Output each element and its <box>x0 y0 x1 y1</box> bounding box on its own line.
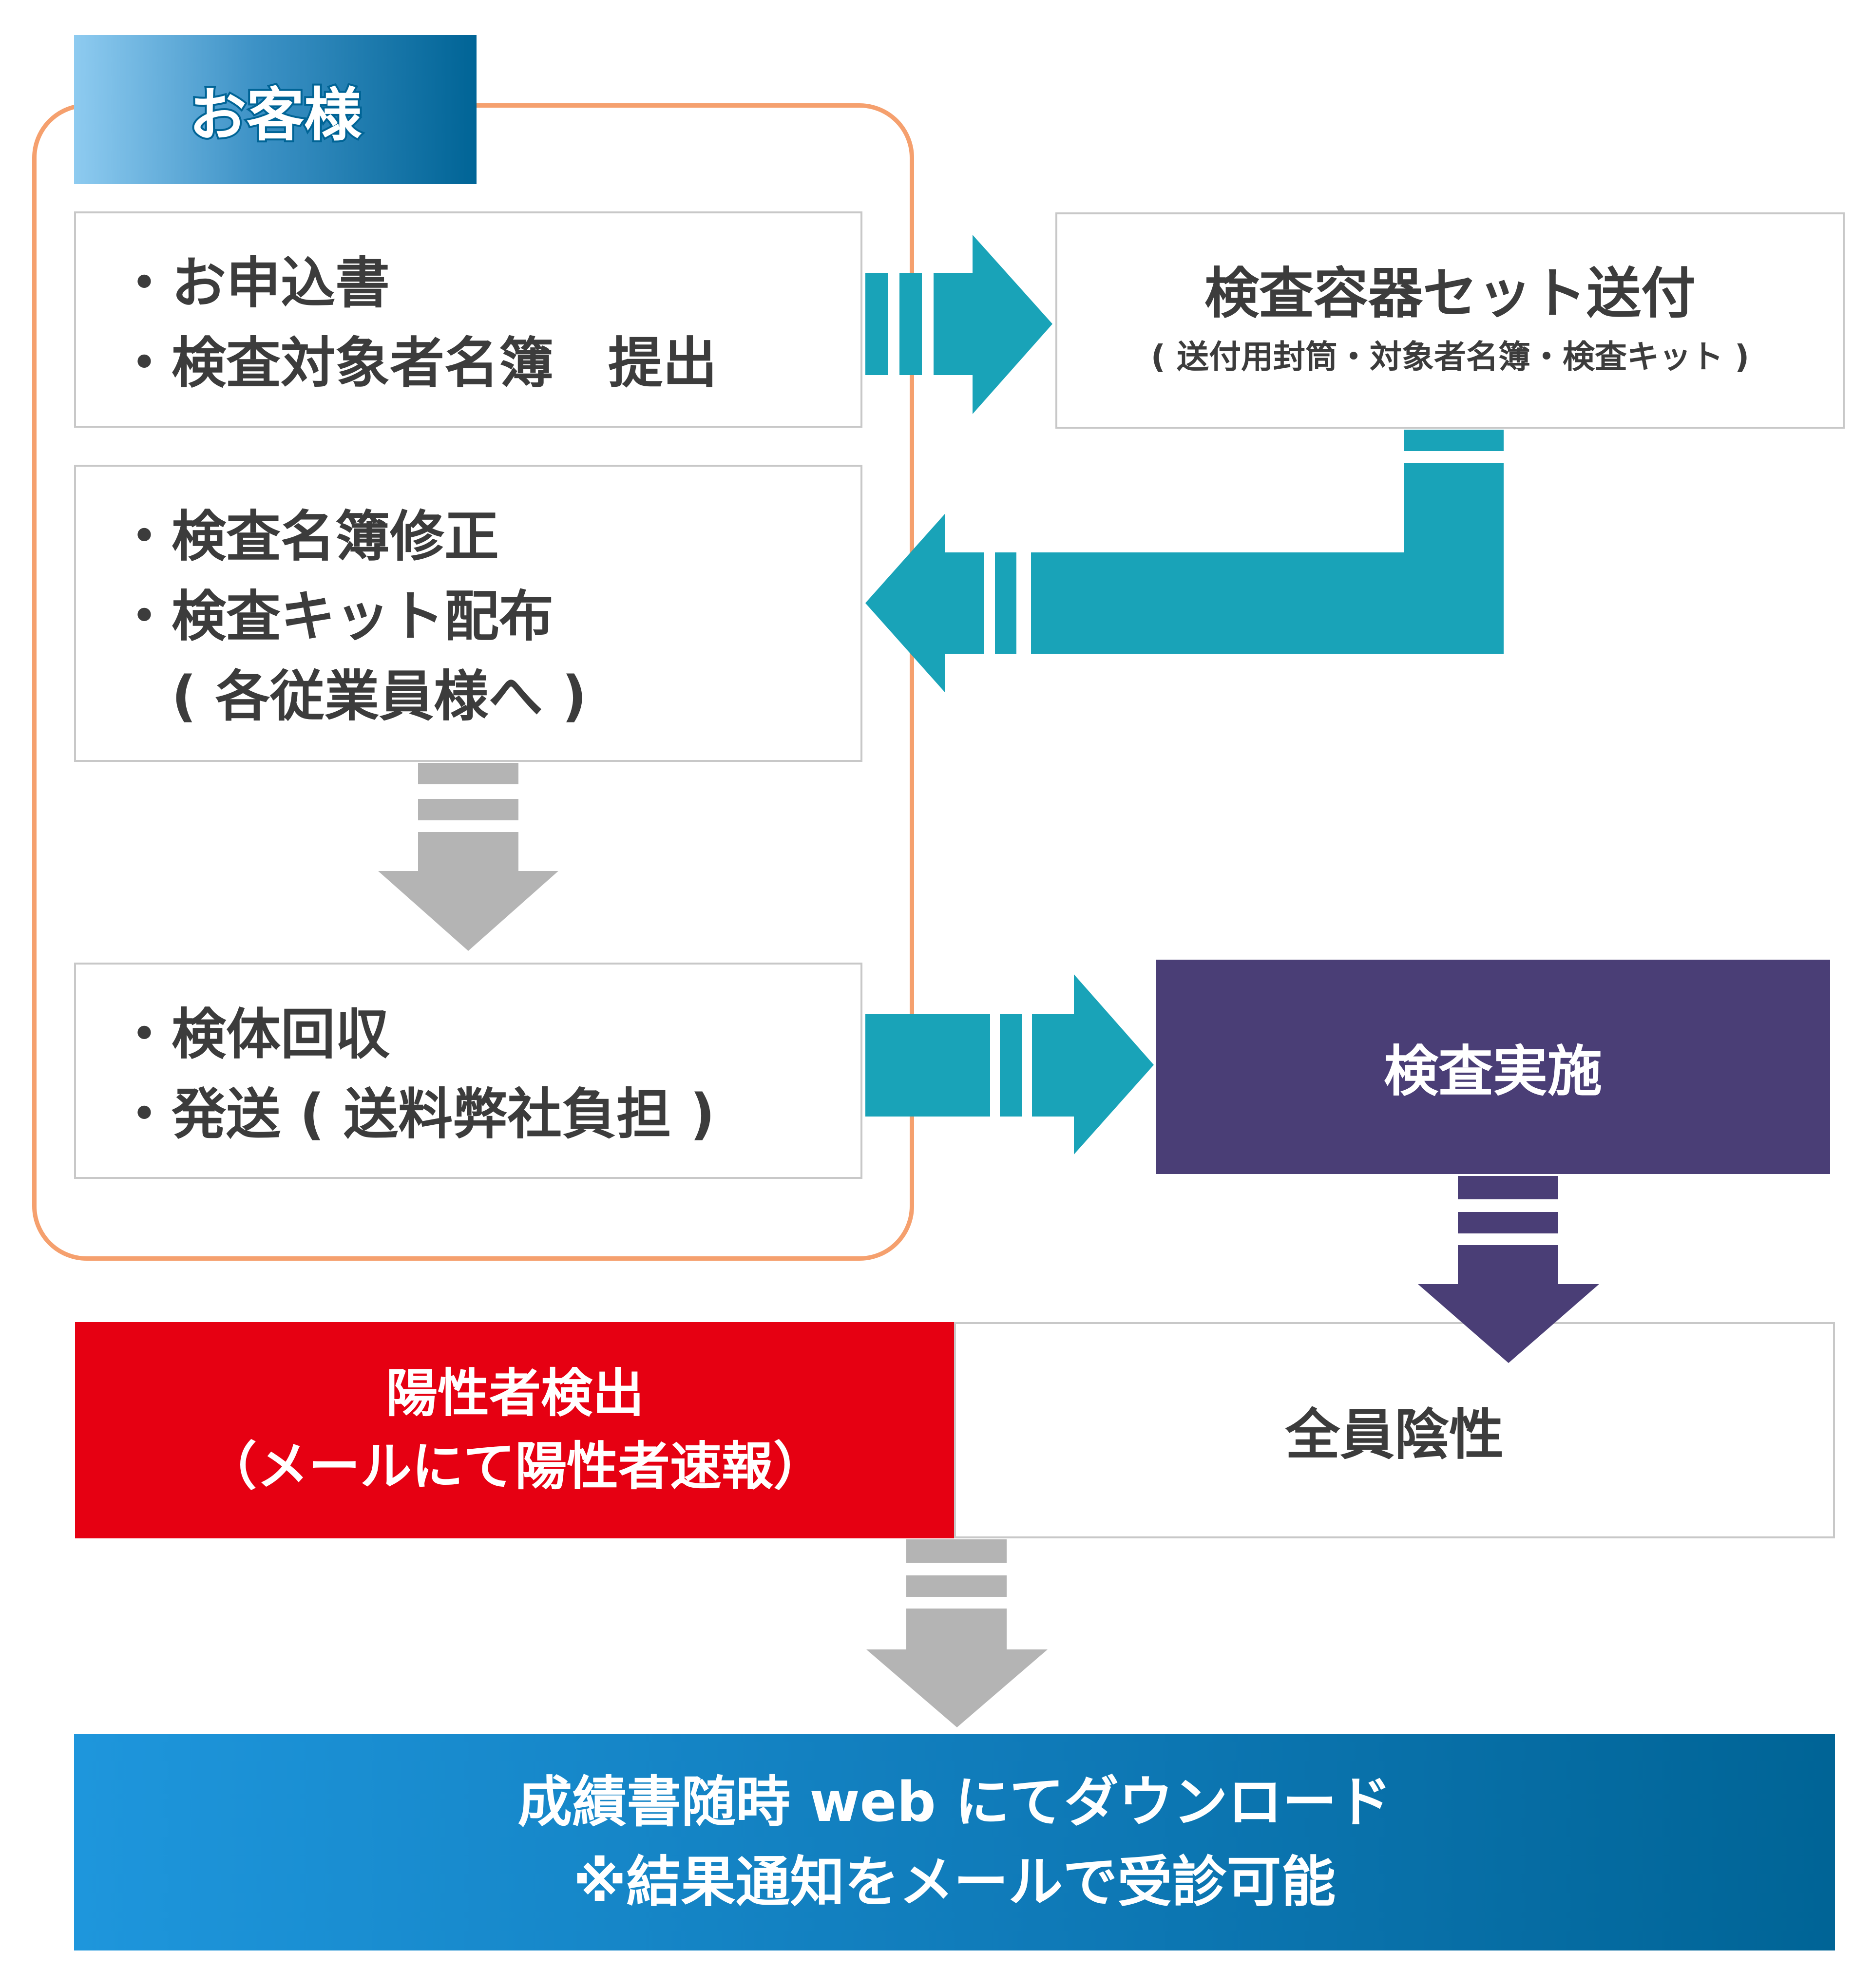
customer-tab: お客様 <box>74 35 477 184</box>
arrow-right-icon <box>865 235 1052 414</box>
arrow-down-icon <box>1418 1176 1599 1363</box>
step-item: ・検体回収 <box>117 1003 390 1066</box>
sample-collection-step-box: ・検体回収 ・発送 ( 送料弊社負担 ) <box>74 963 862 1179</box>
step-item: ・発送 ( 送料弊社負担 ) <box>117 1083 715 1146</box>
positive-result-note: （メールにて陽性者速報） <box>205 1437 825 1496</box>
step-item: ・検査対象者名簿 提出 <box>117 332 717 395</box>
testing-box: 検査実施 <box>1156 960 1830 1174</box>
roster-kit-step-box: ・検査名簿修正 ・検査キット配布 ( 各従業員様へ ) <box>74 465 862 762</box>
testing-label: 検査実施 <box>1384 1040 1602 1103</box>
customer-tab-label: お客様 <box>187 79 363 151</box>
step-item: ・検査キット配布 <box>117 585 554 648</box>
application-step-box: ・お申込書 ・検査対象者名簿 提出 <box>74 211 862 428</box>
download-title: 成績書随時 web にてダウンロード <box>517 1771 1392 1834</box>
kit-shipment-title: 検査容器セット送付 <box>1204 262 1696 325</box>
download-banner: 成績書随時 web にてダウンロード ※結果通知をメールで受診可能 <box>74 1734 1835 1950</box>
arrow-down-icon <box>378 763 558 951</box>
negative-result-box: 全員陰性 <box>954 1322 1835 1538</box>
arrow-right-icon <box>865 974 1154 1155</box>
arrow-down-icon <box>866 1539 1048 1727</box>
negative-result-label: 全員陰性 <box>1285 1403 1504 1467</box>
download-note: ※結果通知をメールで受診可能 <box>573 1851 1336 1914</box>
arrow-return-left-icon <box>865 430 1504 693</box>
step-item: ( 各従業員様へ ) <box>117 665 587 728</box>
step-item: ・お申込書 <box>117 252 390 315</box>
kit-shipment-box: 検査容器セット送付 ( 送付用封筒・対象者名簿・検査キット ) <box>1055 212 1845 429</box>
positive-result-box: 陽性者検出 （メールにて陽性者速報） <box>75 1322 955 1538</box>
positive-result-title: 陽性者検出 <box>386 1363 644 1423</box>
step-item: ・検査名簿修正 <box>117 505 499 568</box>
kit-shipment-subtitle: ( 送付用封筒・対象者名簿・検査キット ) <box>1150 338 1750 376</box>
